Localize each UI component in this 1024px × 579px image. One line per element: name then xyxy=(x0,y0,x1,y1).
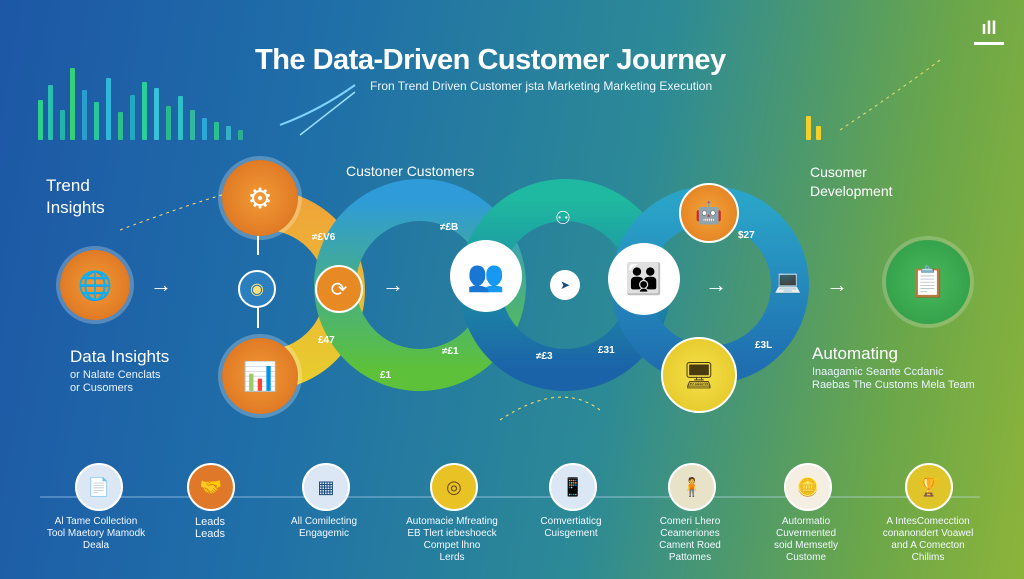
data-insights-sublabel: or Nalate Cenclats or Cusomers xyxy=(70,369,161,394)
bottom-label: A IntesComecction conanondert Voawel and… xyxy=(882,516,974,563)
ring-label: ≠£3 xyxy=(536,351,553,362)
ring-label: ≠£V6 xyxy=(312,232,336,243)
bottom-label: Al Tame Collection Tool Maetory Mamodk D… xyxy=(46,516,146,551)
handshake-icon[interactable]: 🤝 xyxy=(187,463,235,511)
location-pin-icon: ◉ xyxy=(238,270,276,308)
bottom-label: All Comilecting Engagemic xyxy=(290,516,358,539)
team-icon[interactable]: 👪 xyxy=(608,243,680,315)
bottom-label: Comvertiaticg Cuisgement xyxy=(540,516,602,539)
cycle-icon[interactable]: ⟳ xyxy=(315,265,363,313)
target-icon[interactable]: ◎ xyxy=(430,463,478,511)
development-label: Cusomer Development xyxy=(810,164,893,199)
decor-bars-right xyxy=(806,110,836,140)
arrow-4: → xyxy=(826,272,848,297)
bottom-label: Comeri Lhero Ceameriones Cament Roed Pat… xyxy=(659,516,721,563)
decor-bar-chart xyxy=(38,60,268,140)
trend-insights-label: Trend Insights xyxy=(46,176,105,217)
bottom-label: Leads Leads xyxy=(195,516,225,540)
coin-icon[interactable]: 🪙 xyxy=(784,463,832,511)
center-label: Custoner Customers xyxy=(346,163,475,179)
automating-label: Automating xyxy=(812,344,898,363)
phone-icon[interactable]: 📱 xyxy=(549,463,597,511)
center-dot-icon: ➤ xyxy=(550,270,580,300)
bottom-label: Automacie Mfreating EB Tlert iebeshoeck … xyxy=(406,516,498,563)
arrow-1: → xyxy=(150,272,172,297)
ai-bot-icon[interactable]: 🤖 xyxy=(679,183,739,243)
brain-icon[interactable]: ⚙ xyxy=(222,160,298,236)
people-icon: ⚇ xyxy=(554,207,572,228)
ring-label: £1 xyxy=(380,370,392,381)
trophy-icon[interactable]: 🏆 xyxy=(905,463,953,511)
arrow-2: → xyxy=(382,272,404,297)
chart-icon[interactable]: ▦ xyxy=(302,463,350,511)
bottom-label: Autormatio Cuvermented soid Memsetly Cus… xyxy=(774,516,838,563)
logo-icon: ıll xyxy=(974,18,1004,45)
monitor-icon[interactable]: 🖥 xyxy=(661,337,737,413)
page-subtitle: Fron Trend Driven Customer jsta Marketin… xyxy=(370,79,713,93)
dashboard-icon[interactable]: 📋 xyxy=(886,240,970,324)
ring-label: $27 xyxy=(738,230,755,241)
data-insights-label: Data Insights xyxy=(70,347,170,366)
document-icon[interactable]: 📄 xyxy=(75,463,123,511)
ring-label: £31 xyxy=(598,345,615,356)
ring-label: ≠£1 xyxy=(442,346,459,357)
ring-label: £47 xyxy=(318,335,335,346)
group-icon[interactable]: 👥 xyxy=(450,240,522,312)
ring-label: ≠£B xyxy=(440,222,459,233)
globe-icon[interactable]: 🌐 xyxy=(60,250,130,320)
automating-sublabel: Inaagamic Seante Ccdanic Raebas The Cust… xyxy=(812,366,975,391)
person-icon[interactable]: 🧍 xyxy=(668,463,716,511)
analytics-icon[interactable]: 📊 xyxy=(222,338,298,414)
page-title: The Data-Driven Customer Journey xyxy=(255,44,726,76)
arrow-3: → xyxy=(705,272,727,297)
ring-label: £3L xyxy=(755,340,773,351)
devices-icon: 💻 xyxy=(774,269,802,294)
